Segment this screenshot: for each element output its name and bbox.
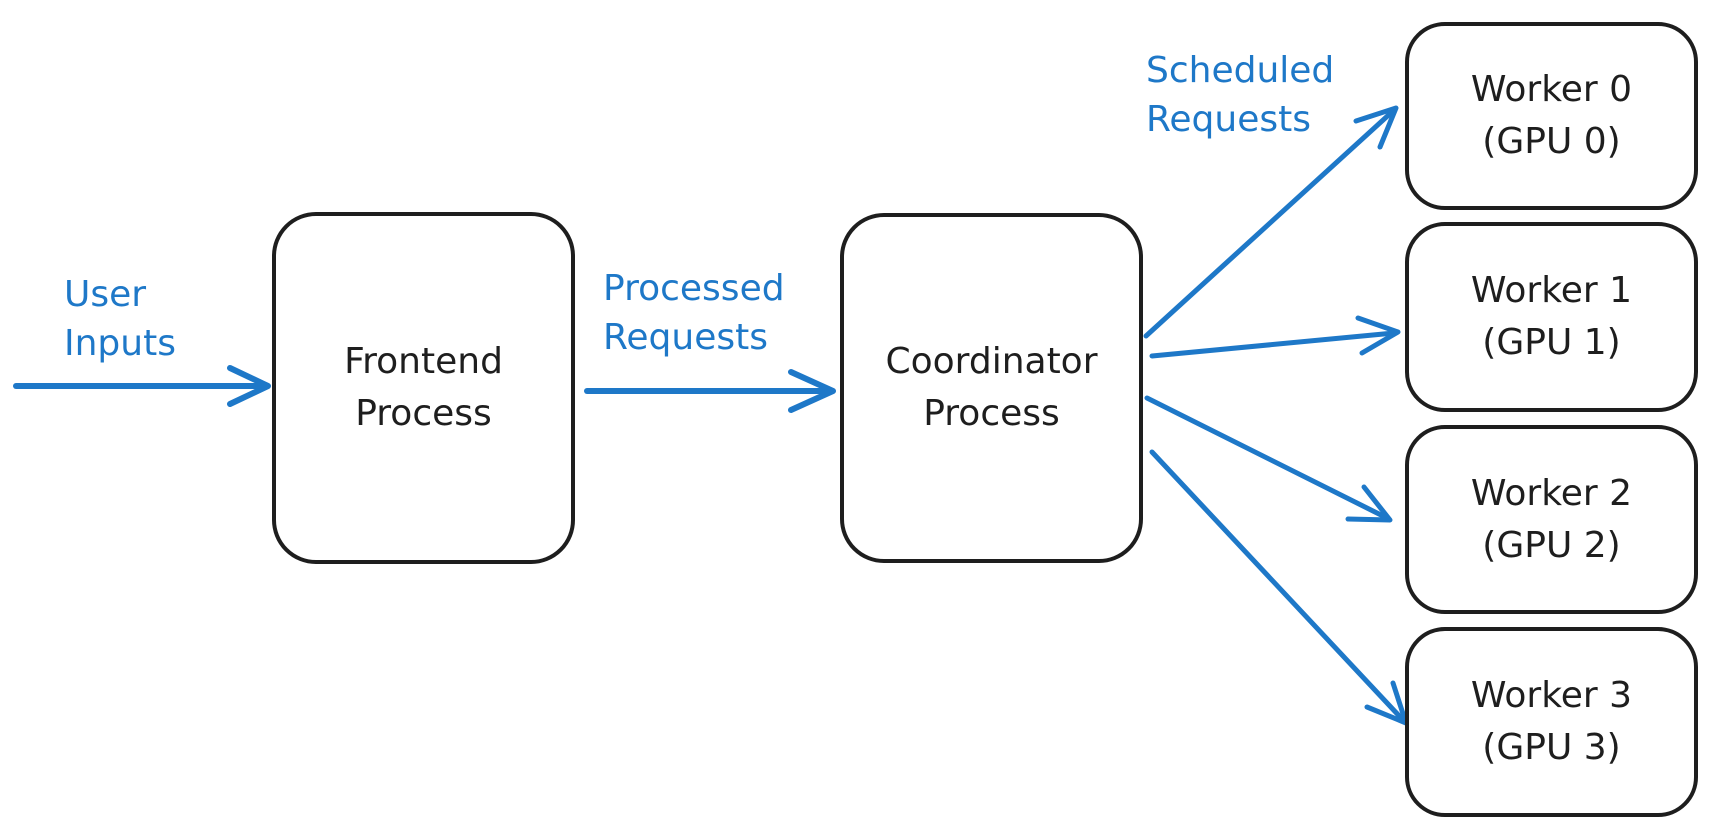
scheduled-arrow-worker3: [1149, 449, 1409, 726]
worker-1-label-line1: Worker 1: [1470, 270, 1633, 311]
worker-3-label-line1: Worker 3: [1470, 675, 1633, 716]
worker-0-label-line2: (GPU 0): [1482, 121, 1621, 162]
user-inputs-arrow: [13, 365, 271, 407]
worker-0-label-line1: Worker 0: [1470, 69, 1633, 110]
worker-2-label-line1: Worker 2: [1470, 472, 1633, 514]
worker-1-label-line2: (GPU 1): [1482, 322, 1621, 363]
user-inputs-label-line1: User: [64, 274, 147, 315]
processed-requests-arrow: [584, 369, 836, 413]
scheduled-requests-label: Scheduled Requests: [1146, 46, 1334, 144]
coordinator-process-node: Coordinator Process: [840, 213, 1143, 563]
processed-requests-label: Processed Requests: [603, 264, 785, 362]
worker-3-node: Worker 3 (GPU 3): [1405, 627, 1698, 817]
coordinator-process-label-line2: Process: [923, 393, 1060, 434]
processed-requests-label-line2: Requests: [603, 317, 768, 358]
user-inputs-label: User Inputs: [64, 270, 176, 368]
worker-2-label-line2: (GPU 2): [1482, 524, 1621, 566]
user-inputs-label-line2: Inputs: [64, 323, 176, 364]
worker-1-node: Worker 1 (GPU 1): [1405, 222, 1698, 412]
frontend-process-node: Frontend Process: [272, 212, 575, 564]
scheduled-requests-label-line2: Requests: [1146, 99, 1311, 140]
coordinator-process-label-line1: Coordinator: [885, 341, 1098, 382]
worker-0-node: Worker 0 (GPU 0): [1405, 22, 1698, 210]
scheduled-arrow-worker2: [1144, 395, 1393, 523]
worker-2-node: Worker 2 (GPU 2): [1405, 425, 1698, 614]
worker-3-label-line2: (GPU 3): [1482, 727, 1621, 768]
frontend-process-label-line1: Frontend: [344, 341, 503, 382]
processed-requests-label-line1: Processed: [603, 268, 785, 309]
frontend-process-label-line2: Process: [355, 393, 492, 434]
scheduled-requests-label-line1: Scheduled: [1146, 50, 1335, 91]
scheduled-arrow-worker1: [1149, 315, 1401, 359]
